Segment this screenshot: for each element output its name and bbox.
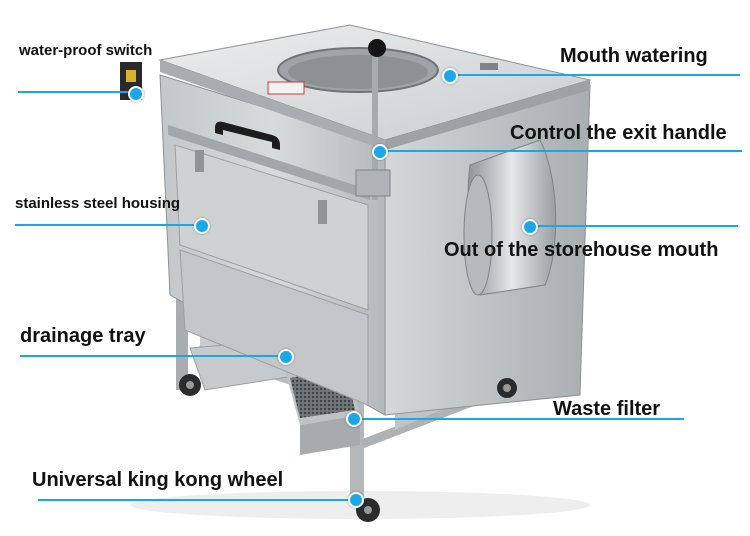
front-door <box>174 144 369 311</box>
label-waste-filter: Waste filter <box>553 398 661 420</box>
drawer-handle <box>215 121 280 150</box>
front-lower-panel <box>179 249 369 406</box>
callout-line-exit-handle <box>380 150 742 152</box>
callout-dot-housing <box>194 218 210 234</box>
top-opening-inner <box>288 55 428 89</box>
callout-dot-mouth-watering <box>442 68 458 84</box>
label-mouth-watering: Mouth watering <box>560 45 708 67</box>
label-universal-wheel: Universal king kong wheel <box>32 469 284 491</box>
latch-right <box>318 200 327 224</box>
callout-dot-drainage-tray <box>278 349 294 365</box>
label-out-of-storehouse-mouth: Out of the storehouse mouth <box>444 239 719 261</box>
callout-dot-exit-handle <box>372 144 388 160</box>
callout-line-storehouse-mouth <box>528 225 738 227</box>
label-stainless-steel-housing: stainless steel housing <box>15 195 181 212</box>
drawer-seam <box>168 125 370 200</box>
top-front-edge <box>160 60 385 150</box>
warning-sticker <box>267 81 305 95</box>
callout-line-switch <box>18 91 134 93</box>
exit-control-handle <box>355 39 391 200</box>
callout-line-drainage-tray <box>20 355 284 357</box>
top-bracket <box>480 63 498 70</box>
callout-dot-wheel <box>348 492 364 508</box>
casters <box>179 374 517 522</box>
callout-dot-storehouse-mouth <box>522 219 538 235</box>
callout-dot-switch <box>128 86 144 102</box>
label-drainage-tray: drainage tray <box>20 325 146 347</box>
callout-dot-waste-filter <box>346 411 362 427</box>
label-control-exit-handle: Control the exit handle <box>510 122 727 144</box>
outlet-chute <box>463 139 557 296</box>
latch-left <box>195 150 204 172</box>
callout-line-wheel <box>38 499 356 501</box>
top-side-edge <box>385 80 590 150</box>
callout-line-waste-filter <box>352 418 684 420</box>
label-water-proof-switch: water-proof switch <box>19 42 153 59</box>
callout-line-mouth-watering <box>448 74 740 76</box>
callout-line-housing <box>15 224 201 226</box>
